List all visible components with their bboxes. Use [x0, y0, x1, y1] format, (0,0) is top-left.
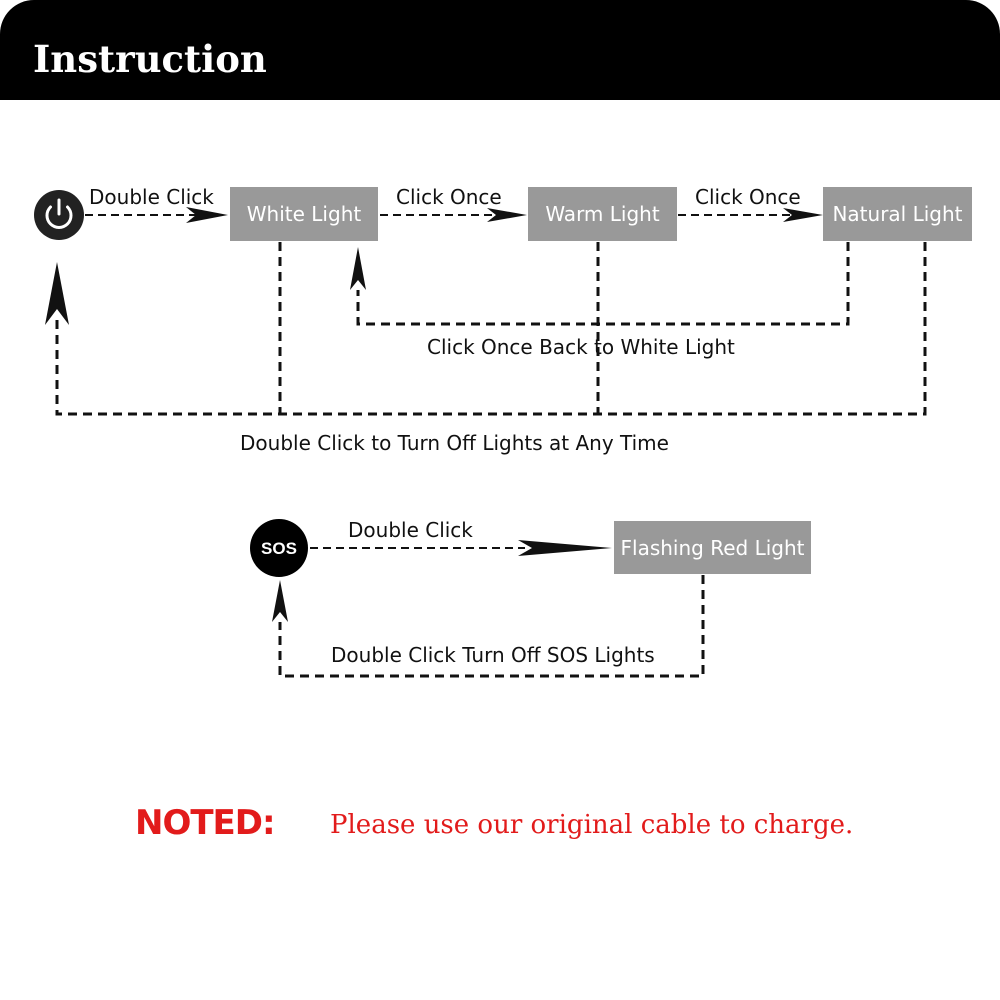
- noted-label: NOTED:: [135, 803, 276, 843]
- connector-back-to-white: [356, 242, 850, 326]
- arrow-right-icon: [518, 540, 612, 556]
- header-bar: Instruction: [0, 0, 1000, 100]
- label-back-to-white: Click Once Back to White Light: [427, 335, 735, 359]
- node-white-light: White Light: [230, 187, 378, 241]
- arrow-up-icon: [45, 262, 69, 325]
- sos-icon: SOS: [250, 519, 308, 577]
- arrow-right-icon: [783, 208, 823, 222]
- node-flashing-red-light: Flashing Red Light: [614, 521, 811, 574]
- label-double-click: Double Click: [89, 185, 214, 209]
- label-sos-turn-off: Double Click Turn Off SOS Lights: [331, 643, 655, 667]
- page-title: Instruction: [33, 37, 267, 81]
- arrow-right-icon: [186, 207, 228, 223]
- node-warm-light: Warm Light: [528, 187, 677, 241]
- connector-flashing-sos: [278, 575, 705, 678]
- connector-natural-off: [55, 242, 927, 416]
- dashed-connectors: [55, 214, 927, 678]
- power-icon: [34, 190, 84, 240]
- arrow-right-icon: [487, 208, 527, 222]
- node-natural-light: Natural Light: [823, 187, 972, 241]
- arrow-up-icon: [272, 580, 288, 622]
- arrow-up-icon: [350, 247, 366, 290]
- arrowheads: [45, 207, 823, 622]
- label-turn-off: Double Click to Turn Off Lights at Any T…: [240, 431, 669, 455]
- label-click-once-white-warm: Click Once: [396, 185, 502, 209]
- label-click-once-warm-natural: Click Once: [695, 185, 801, 209]
- label-sos-double-click: Double Click: [348, 518, 473, 542]
- noted-text: Please use our original cable to charge.: [330, 810, 854, 840]
- sos-icon-text: SOS: [261, 539, 297, 558]
